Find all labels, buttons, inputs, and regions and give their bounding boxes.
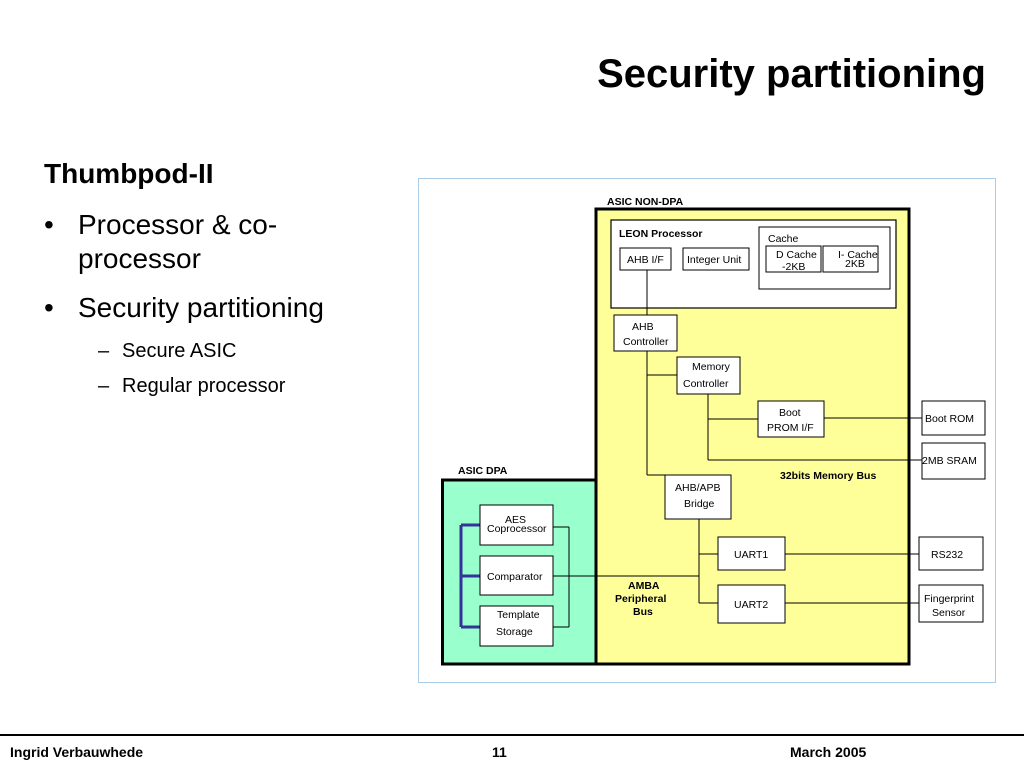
architecture-diagram: ASIC NON-DPA ASIC DPA LEON Processor AHB… xyxy=(418,178,996,683)
icache-size: 2KB xyxy=(845,258,865,270)
uart1-label: UART1 xyxy=(734,549,768,561)
slide-title: Security partitioning xyxy=(597,52,986,96)
bullet-processor: • Processor & co- processor xyxy=(44,208,278,276)
rs232-label: RS232 xyxy=(931,549,963,561)
sram-label: 2MB SRAM xyxy=(922,455,977,467)
ahb-if-box xyxy=(619,247,672,271)
sram-box xyxy=(921,442,986,480)
ahb-controller-label-2: Controller xyxy=(623,336,669,348)
amba-label-2: Peripheral xyxy=(615,593,666,605)
uart2-box xyxy=(717,584,786,624)
boot-rom-label: Boot ROM xyxy=(925,413,974,425)
asic-non-dpa-label: ASIC NON-DPA xyxy=(607,196,684,208)
memory-controller-box xyxy=(676,356,741,395)
sub-bullet-regular-processor: – Regular processor xyxy=(98,374,286,398)
sub-bullet-secure-asic: – Secure ASIC xyxy=(98,339,237,363)
memory-controller-label-2: Controller xyxy=(683,378,729,390)
ahb-if-label: AHB I/F xyxy=(627,254,664,266)
bus-lines xyxy=(553,270,922,628)
comparator-box xyxy=(479,555,554,596)
ahb-controller-box xyxy=(613,314,678,352)
dcache-size: -2KB xyxy=(782,261,805,273)
sub-bullet-text: Regular processor xyxy=(122,375,286,397)
integer-unit-label: Integer Unit xyxy=(687,254,741,266)
cache-label: Cache xyxy=(768,233,799,245)
fingerprint-label: Fingerprint xyxy=(924,593,974,605)
footer-page-number: 11 xyxy=(492,744,507,760)
sensor-label: Sensor xyxy=(932,607,966,619)
subheading: Thumbpod-II xyxy=(44,158,214,189)
footer-divider xyxy=(0,734,1024,736)
ahb-apb-bridge-label-1: AHB/APB xyxy=(675,482,721,494)
dpa-internal-bus xyxy=(459,523,480,629)
dash-mark: – xyxy=(98,375,110,397)
bullet-text-line2: processor xyxy=(78,243,201,274)
ahb-apb-bridge-label-2: Bridge xyxy=(684,498,715,510)
footer-author: Ingrid Verbauwhede xyxy=(10,744,144,760)
icache-label: I- Cache xyxy=(838,249,878,261)
ahb-apb-bridge-box xyxy=(664,474,732,520)
boot-prom-label-2: PROM I/F xyxy=(767,422,814,434)
template-storage-box xyxy=(479,605,554,647)
integer-unit-box xyxy=(682,247,750,271)
boot-prom-if-box xyxy=(757,400,825,438)
template-label: Template xyxy=(497,609,540,621)
fingerprint-sensor-box xyxy=(918,584,984,623)
memory-bus-label: 32bits Memory Bus xyxy=(780,470,876,482)
bullet-security: • Security partitioning xyxy=(44,291,324,325)
amba-label-3: Bus xyxy=(633,606,653,618)
dcache-label: D Cache xyxy=(776,249,817,261)
footer-date: March 2005 xyxy=(790,744,867,760)
bullet-text-line1: Processor & co- xyxy=(78,209,278,240)
boot-rom-box xyxy=(921,400,986,436)
storage-label: Storage xyxy=(496,626,533,638)
dcache-box xyxy=(765,245,822,273)
bullet-text: Security partitioning xyxy=(78,292,324,323)
leon-processor-label: LEON Processor xyxy=(619,228,702,240)
rs232-box xyxy=(918,536,984,571)
uart2-label: UART2 xyxy=(734,599,768,611)
asic-dpa-label: ASIC DPA xyxy=(458,465,508,477)
dash-mark: – xyxy=(98,340,110,362)
sub-bullet-text: Secure ASIC xyxy=(122,340,237,362)
bullet-mark: • xyxy=(44,292,54,323)
bullet-mark: • xyxy=(44,209,54,240)
diagram-canvas: ASIC NON-DPA ASIC DPA LEON Processor AHB… xyxy=(441,196,986,666)
icache-box xyxy=(822,245,879,273)
boot-prom-label-1: Boot xyxy=(779,407,801,419)
uart1-box xyxy=(717,536,786,571)
aes-label: AES xyxy=(505,514,526,526)
ahb-controller-label-1: AHB xyxy=(632,321,654,333)
aes-coprocessor-box xyxy=(479,504,554,546)
memory-controller-label-1: Memory xyxy=(692,361,731,373)
coprocessor-label: Coprocessor xyxy=(487,523,547,535)
comparator-label: Comparator xyxy=(487,571,543,583)
amba-label-1: AMBA xyxy=(628,580,660,592)
